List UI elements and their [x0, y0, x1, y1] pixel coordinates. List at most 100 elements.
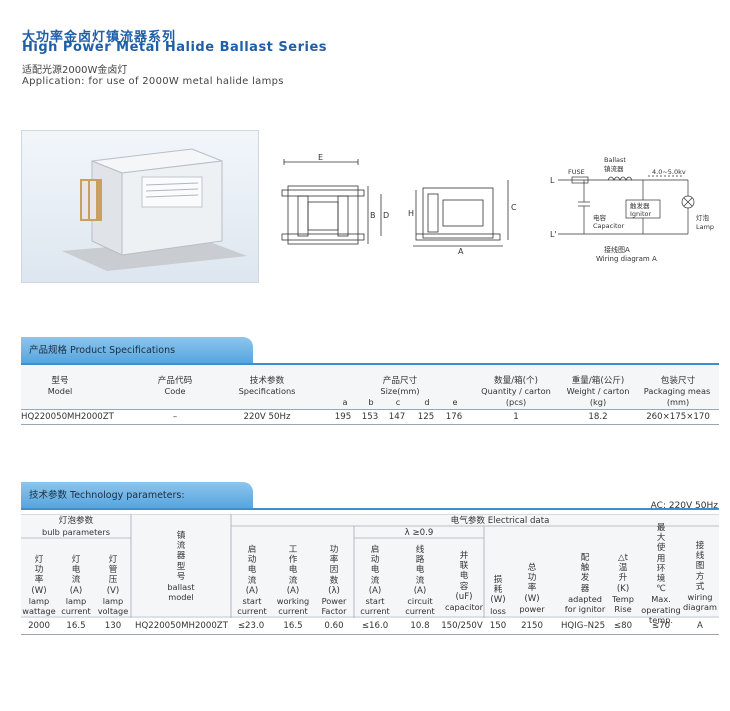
tech-header-text: 升 — [618, 573, 628, 584]
tech-header-text: 流 — [370, 575, 380, 586]
tech-header-text: loss — [490, 605, 506, 616]
tech-header-text: ballast — [167, 582, 195, 592]
tech-row-lamp-w: 2000 — [28, 621, 50, 631]
spec-weight-unit: (kg) — [589, 397, 607, 407]
tech-row-ignitor: HQIG–N25 — [560, 621, 606, 631]
spec-qty-unit: (pcs) — [505, 397, 527, 407]
tech-header-text: 因 — [329, 565, 339, 576]
tech-header-text: (A) — [368, 585, 382, 596]
tech-header-text: 启 — [247, 545, 257, 555]
lamp-en-label: Lamp — [696, 223, 714, 231]
spec-row-a: 195 — [334, 412, 352, 422]
tech-header-text: voltage — [97, 606, 129, 616]
tech-header-text: 式 — [695, 581, 705, 592]
tech-header-text: 大 — [656, 533, 666, 544]
tech-header-text: 触 — [580, 563, 590, 574]
spec-size-c: c — [395, 397, 401, 407]
tech-header-text: 配 — [580, 553, 590, 563]
spec-weight-cn: 重量/箱(公斤) — [571, 376, 625, 386]
tech-header-text: 作 — [288, 555, 298, 566]
tech-header-text: capacitor — [444, 602, 484, 612]
tech-bottom-line — [21, 634, 719, 635]
capacitor-cn-label: 电容 — [593, 213, 607, 222]
tech-header-text: current — [278, 606, 308, 617]
spec-pack-unit: (mm) — [666, 397, 690, 407]
tech-header-text: Max. — [651, 594, 671, 605]
wire-l2-label: L' — [550, 230, 557, 239]
ballast-illustration — [62, 148, 247, 271]
tech-header-text: 数 — [329, 575, 339, 586]
spec-size-a: a — [342, 397, 348, 407]
tech-header-text: (A) — [413, 585, 427, 596]
spec-size-d: d — [424, 397, 430, 407]
ignitor-en-label: Ignitor — [630, 210, 651, 218]
tech-header-text: 容 — [459, 581, 469, 592]
tech-header-text: 最 — [656, 523, 666, 533]
tech-header-text: adapted — [568, 593, 602, 604]
spec-weight-en: Weight / carton — [566, 386, 630, 396]
tech-header-text: (W) — [490, 595, 506, 606]
tech-header-text: 动 — [247, 555, 257, 566]
tech-header-text: 使 — [656, 543, 666, 554]
tech-header-text: (W) — [31, 585, 47, 596]
lambda-note: λ ≥0.9 — [404, 528, 434, 538]
dim-c-label: C — [511, 203, 517, 212]
spec-size-b: b — [368, 397, 374, 407]
tech-header-text: 功 — [34, 565, 44, 576]
tech-header-text: 路 — [415, 555, 425, 566]
bulb-params-cn: 灯泡参数 — [58, 516, 94, 526]
subtitle-en: Application: for use of 2000W metal hali… — [22, 76, 284, 87]
tech-row-wiring: A — [697, 621, 703, 631]
tech-header-text: current — [360, 606, 390, 617]
ac-note: AC: 220V 50Hz — [650, 501, 718, 511]
tech-header-text: operating — [641, 604, 681, 615]
tech-header-text: current — [61, 606, 91, 616]
tech-header-text: (W) — [524, 593, 540, 604]
spec-code-en: Code — [164, 386, 186, 396]
product-photo — [21, 130, 259, 283]
tech-header-text: 联 — [459, 561, 469, 572]
tech-header-text: 率 — [34, 575, 44, 586]
spec-row-c: 147 — [388, 412, 406, 422]
tech-row-loss: 150 — [489, 621, 507, 631]
tech-header-text: 发 — [580, 573, 590, 584]
title-en: High Power Metal Halide Ballast Series — [22, 40, 328, 55]
tech-row-lamp-v: 130 — [104, 621, 122, 631]
tech-header-text: 流 — [71, 575, 81, 586]
tech-header-text: current — [237, 606, 267, 617]
tech-header-text: 率 — [527, 583, 537, 594]
tech-header-text: (uF) — [455, 591, 473, 602]
tech-header-text: 灯 — [34, 555, 44, 565]
wiring-caption-en: Wiring diagram A — [596, 255, 657, 263]
dim-b-label: B — [370, 211, 376, 220]
tech-header-text: current — [405, 606, 435, 617]
tech-header-text: 用 — [656, 553, 666, 564]
tech-header-text: 动 — [370, 555, 380, 566]
tech-header-text: (A) — [245, 585, 259, 596]
tech-header-text: wattage — [22, 606, 56, 616]
tech-header-text: for ignitor — [564, 604, 606, 614]
dim-d-label: D — [383, 211, 389, 220]
tech-row-ballast: HQ220050MH2000ZT — [135, 621, 228, 631]
tech-header-text: 器 — [176, 551, 186, 562]
table-row: HQ220050MH2000ZT – 220V 50Hz 195 153 147… — [21, 410, 719, 424]
spec-tech-cn: 技术参数 — [249, 376, 285, 386]
wiring-caption-cn: 接线图A — [604, 245, 630, 254]
lamp-cn-label: 灯泡 — [696, 213, 710, 222]
tech-header-text: lamp — [65, 595, 87, 606]
tech-header-text: Rise — [614, 604, 632, 614]
spec-row-d: 125 — [417, 412, 435, 422]
tech-header-text: 流 — [415, 575, 425, 586]
tech-header-text: 号 — [176, 571, 186, 582]
tech-header-text: 流 — [176, 541, 186, 552]
ignitor-cn-label: 触发器 — [630, 201, 650, 210]
dim-e-label: E — [318, 153, 323, 162]
tech-header-text: 接 — [695, 541, 705, 551]
tech-header-text: 灯 — [108, 555, 118, 565]
tech-header-text: 温 — [618, 563, 628, 574]
tech-header-text: 管 — [108, 565, 118, 576]
tech-divider — [21, 508, 719, 510]
tech-header-text: 电 — [459, 571, 469, 582]
spec-tech-en: Specifications — [238, 386, 296, 396]
tech-header-text: start — [242, 596, 262, 606]
